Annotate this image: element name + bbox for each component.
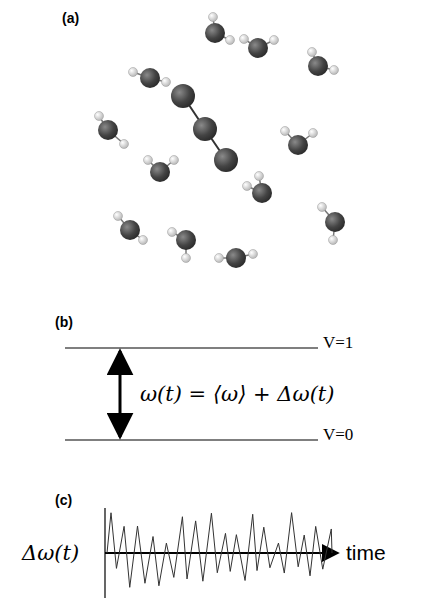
level-line — [65, 347, 318, 348]
hydrogen-atom — [255, 172, 264, 181]
plot-axes — [105, 508, 338, 598]
hydrogen-atom — [168, 228, 177, 237]
hydrogen-atom — [114, 212, 123, 221]
axis-label: time — [346, 541, 386, 565]
hydrogen-atom — [226, 36, 235, 45]
molecule-cluster — [95, 13, 346, 269]
hydrogen-atom — [129, 68, 138, 77]
solute-atom — [193, 117, 217, 141]
hydrogen-atom — [318, 203, 327, 212]
level-line — [65, 439, 318, 440]
hydrogen-atom — [243, 182, 252, 191]
oxygen-atom — [120, 220, 140, 240]
hydrogen-atom — [249, 250, 258, 259]
solute-atom — [171, 84, 195, 108]
transition-arrow — [119, 351, 122, 437]
axis-label: Δω(t) — [22, 541, 79, 565]
oxygen-atom — [248, 38, 268, 58]
oxygen-atom — [226, 248, 246, 268]
oxygen-atom — [176, 230, 196, 250]
oxygen-atom — [308, 56, 328, 76]
hydrogen-atom — [270, 36, 279, 45]
panel-label: (b) — [55, 314, 73, 330]
oxygen-atom — [252, 183, 272, 203]
panel-label: (c) — [55, 492, 72, 508]
hydrogen-atom — [139, 236, 148, 245]
oxygen-atom — [150, 162, 170, 182]
oxygen-atom — [98, 120, 118, 140]
level-label: V=1 — [323, 333, 353, 353]
panel-label: (a) — [62, 10, 79, 26]
hydrogen-atom — [309, 129, 318, 138]
hydrogen-atom — [182, 254, 191, 263]
hydrogen-atom — [144, 156, 153, 165]
hydrogen-atom — [209, 13, 218, 22]
hydrogen-atom — [308, 48, 317, 57]
frequency-equation: ω(t) = ⟨ω⟩ + Δω(t) — [140, 382, 334, 406]
oxygen-atom — [205, 23, 225, 43]
hydrogen-atom — [120, 140, 129, 149]
hydrogen-atom — [330, 66, 339, 75]
hydrogen-atom — [215, 254, 224, 263]
fluctuation-trace — [107, 513, 332, 588]
solute-atom — [214, 148, 238, 172]
oxygen-atom — [140, 68, 160, 88]
oxygen-atom — [288, 135, 308, 155]
oxygen-atom — [325, 212, 345, 232]
hydrogen-atom — [170, 156, 179, 165]
hydrogen-atom — [240, 35, 249, 44]
hydrogen-atom — [95, 112, 104, 121]
hydrogen-atom — [281, 127, 290, 136]
hydrogen-atom — [329, 236, 338, 245]
level-label: V=0 — [323, 425, 353, 445]
hydrogen-atom — [162, 78, 171, 87]
